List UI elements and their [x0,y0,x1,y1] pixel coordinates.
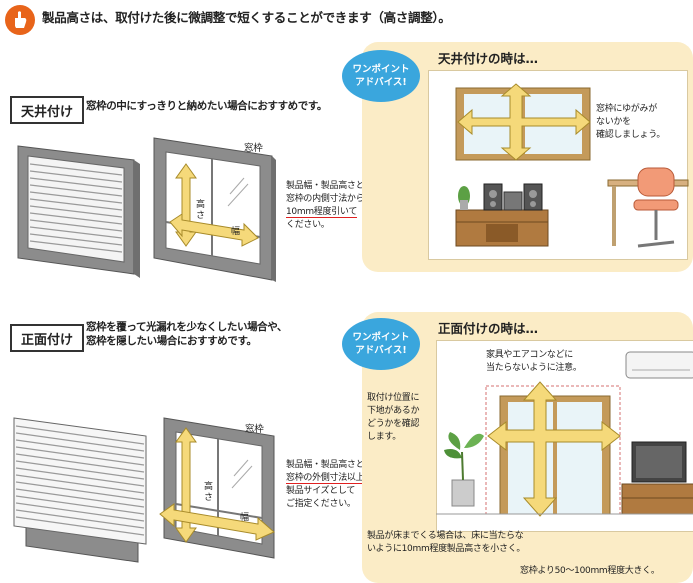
hand-pointer-icon [5,5,35,35]
ceiling-mount-badge: 天井付け [10,96,84,124]
front-advice-bubble: ワンポイントアドバイス! [342,318,420,370]
ceiling-note: 製品幅・製品高さとも、 窓枠の内側寸法から 10mm程度引いて ください。 [286,181,382,230]
ceiling-frame-label: 窓枠 [244,143,263,154]
front-base-note: 取付け位置に 下地があるか どうかを確認 します。 [367,393,420,442]
front-mount-badge: 正面付け [10,324,84,352]
front-advice-title: 正面付けの時は… [438,321,539,336]
ceiling-blind-illustration [17,145,140,278]
front-note: 製品幅・製品高さとも、 窓枠の外側寸法以上を 製品サイズとして ご指定ください。 [286,460,382,509]
front-intro: 窓枠を覆って光漏れを少なくしたい場合や、 窓枠を隠したい場合におすすめです。 [86,321,288,347]
ceiling-room-illustration [455,83,689,248]
header-text: 製品高さは、取付けた後に微調整で短くすることができます（高さ調整）。 [42,10,451,25]
ceiling-frame-illustration [153,137,276,282]
front-width-label: 幅 [240,513,249,523]
front-height-label: 高さ [204,482,213,503]
ceiling-height-label: 高さ [196,200,205,221]
front-frame-label: 窓枠 [245,424,264,435]
ceiling-advice-title: 天井付けの時は… [438,51,539,66]
ceiling-advice-note: 窓枠にゆがみが ないかを 確認しましょう。 [596,104,666,140]
front-furniture-note: 家具やエアコンなどに 当たらないように注意。 [486,350,582,373]
ceiling-intro: 窓枠の中にすっきりと納めたい場合におすすめです。 [86,100,328,112]
ceiling-width-label: 幅 [231,227,240,237]
front-blind-illustration [13,417,147,563]
ceiling-advice-bubble: ワンポイントアドバイス! [342,50,420,102]
front-room-illustration [436,351,693,517]
front-frame-illustration [159,417,275,559]
front-floor-note: 製品が床までくる場合は、床に当たらな いように10mm程度製品高さを小さく。 [367,531,526,554]
front-bottom-note: 窓枠より50～100mm程度大きく。 [520,566,660,576]
